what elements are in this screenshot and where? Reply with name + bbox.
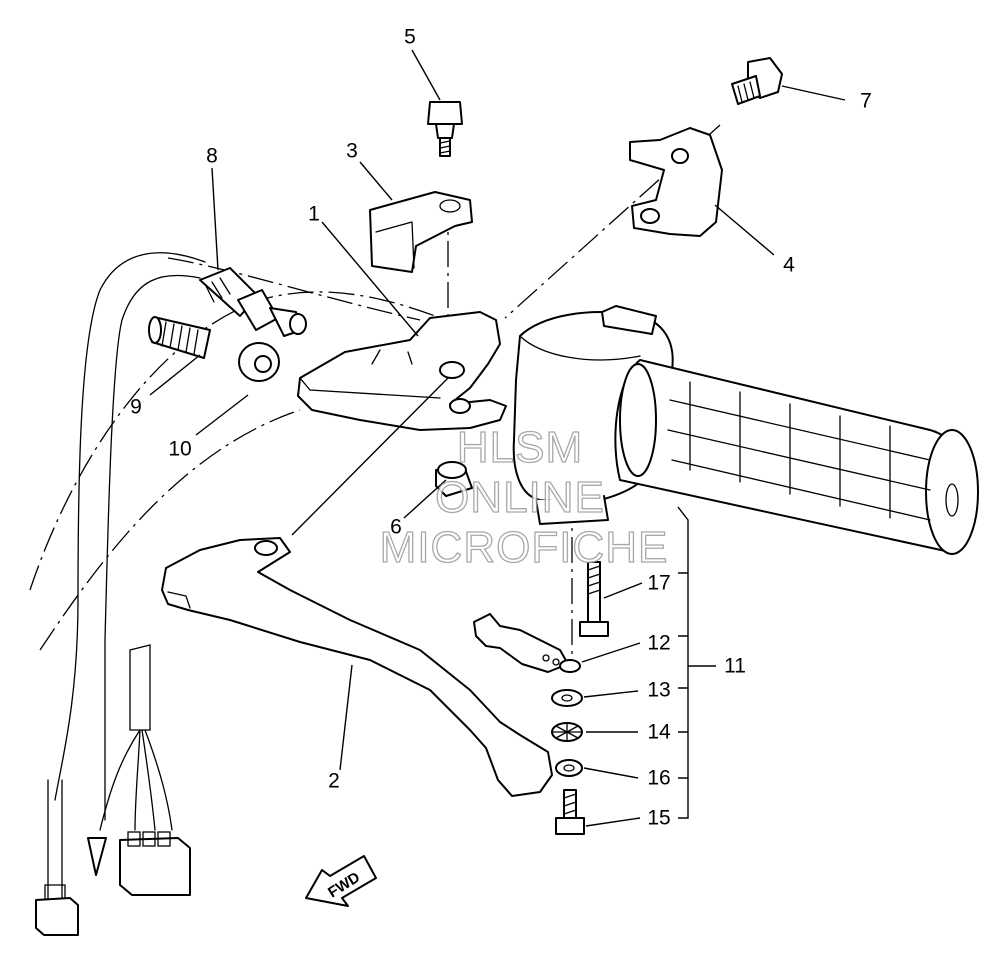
callout-14: 14 bbox=[647, 721, 671, 744]
callout-10: 10 bbox=[168, 438, 191, 461]
callout-15: 15 bbox=[647, 807, 670, 830]
locknut bbox=[238, 342, 280, 382]
callout-17: 17 bbox=[647, 572, 670, 595]
callout-1: 1 bbox=[308, 203, 320, 226]
callout-16: 16 bbox=[647, 767, 670, 790]
callout-7: 7 bbox=[860, 90, 872, 113]
lever-clamp bbox=[629, 127, 723, 237]
callout-2: 2 bbox=[328, 770, 340, 793]
watermark-line-1: HLSM bbox=[457, 423, 583, 472]
washer-16 bbox=[555, 759, 583, 777]
lever-bracket bbox=[369, 191, 473, 273]
harness-connector-2pin bbox=[35, 897, 79, 936]
callout-3: 3 bbox=[346, 140, 358, 163]
watermark-line-2: ONLINE bbox=[435, 473, 605, 522]
watermark-line-3: MICROFICHE bbox=[380, 523, 669, 572]
callout-8: 8 bbox=[206, 145, 218, 168]
callout-5: 5 bbox=[404, 26, 416, 49]
leader-lines bbox=[149, 49, 846, 827]
callout-13: 13 bbox=[647, 679, 670, 702]
washer-13 bbox=[551, 689, 583, 707]
handlebar-grip bbox=[614, 359, 979, 555]
screw-17 bbox=[579, 561, 609, 637]
bolt-5 bbox=[427, 101, 463, 157]
callout-4: 4 bbox=[783, 254, 795, 277]
screw-15 bbox=[555, 789, 585, 835]
wire-terminal bbox=[87, 837, 107, 876]
cable-adjuster bbox=[148, 316, 211, 359]
harness-connector-6pin bbox=[119, 831, 191, 896]
watermark: HLSM ONLINE MICROFICHE bbox=[379, 422, 669, 572]
nut bbox=[435, 461, 473, 497]
switch-plate bbox=[473, 613, 581, 673]
lever-holder bbox=[297, 311, 507, 431]
clutch-switch bbox=[199, 267, 307, 337]
callout-12: 12 bbox=[647, 632, 670, 655]
callout-11: 11 bbox=[724, 655, 746, 678]
callout-6: 6 bbox=[390, 516, 402, 539]
callout-numbers: 1 2 3 4 5 6 7 8 9 10 11 12 13 14 15 16 1… bbox=[130, 26, 872, 830]
fwd-direction-arrow: FWD bbox=[305, 855, 377, 907]
lock-washer-14 bbox=[551, 722, 583, 742]
callout-9: 9 bbox=[130, 396, 142, 419]
bolt-7 bbox=[731, 57, 783, 105]
clutch-lever bbox=[161, 537, 553, 797]
wire-harness bbox=[44, 252, 206, 901]
